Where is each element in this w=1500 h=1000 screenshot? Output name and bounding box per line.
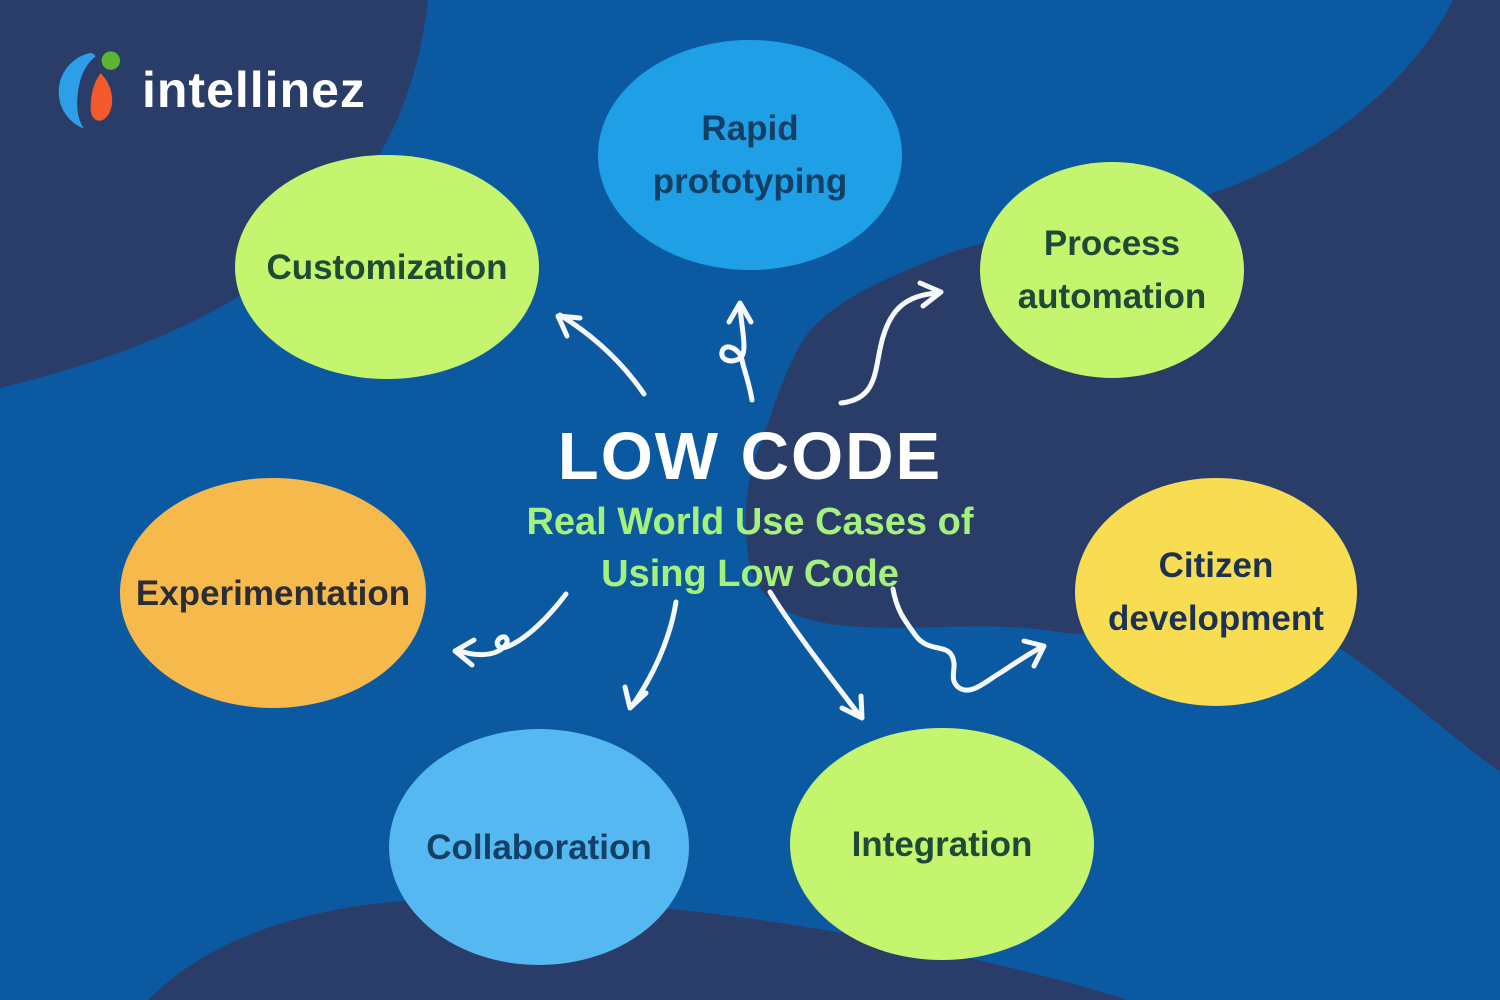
logo-text: intellinez <box>142 62 366 118</box>
node-label-line: Rapid <box>701 109 799 148</box>
node-label-line: automation <box>1017 277 1207 316</box>
node-label-line: Experimentation <box>135 573 411 613</box>
node-integration: Integration <box>790 728 1094 960</box>
node-label-line: Integration <box>851 824 1033 864</box>
node-label-line: Citizen <box>1158 546 1274 585</box>
subtitle-line-2: Using Low Code <box>601 553 899 595</box>
node-rapid-prototyping: Rapid prototyping <box>598 40 902 270</box>
node-experimentation: Experimentation <box>120 478 426 708</box>
node-label-line: Collaboration <box>426 827 652 867</box>
intellinez-leaf-icon <box>58 51 121 129</box>
node-customization: Customization <box>235 155 539 379</box>
node-label-line: Process <box>1043 224 1181 263</box>
main-title: LOW CODE <box>557 419 943 494</box>
blob-bottom <box>148 898 1128 1000</box>
node-process-automation: Process automation <box>980 162 1244 378</box>
node-collaboration: Collaboration <box>389 729 689 965</box>
node-citizen-development: Citizen development <box>1075 478 1357 706</box>
subtitle-line-1: Real World Use Cases of <box>526 501 974 543</box>
node-label-line: Customization <box>266 247 508 287</box>
center-title-group: LOW CODE Real World Use Cases of Using L… <box>450 418 1050 600</box>
node-label-line: prototyping <box>652 162 848 201</box>
logo: intellinez <box>52 48 366 132</box>
node-label-line: development <box>1108 599 1324 638</box>
